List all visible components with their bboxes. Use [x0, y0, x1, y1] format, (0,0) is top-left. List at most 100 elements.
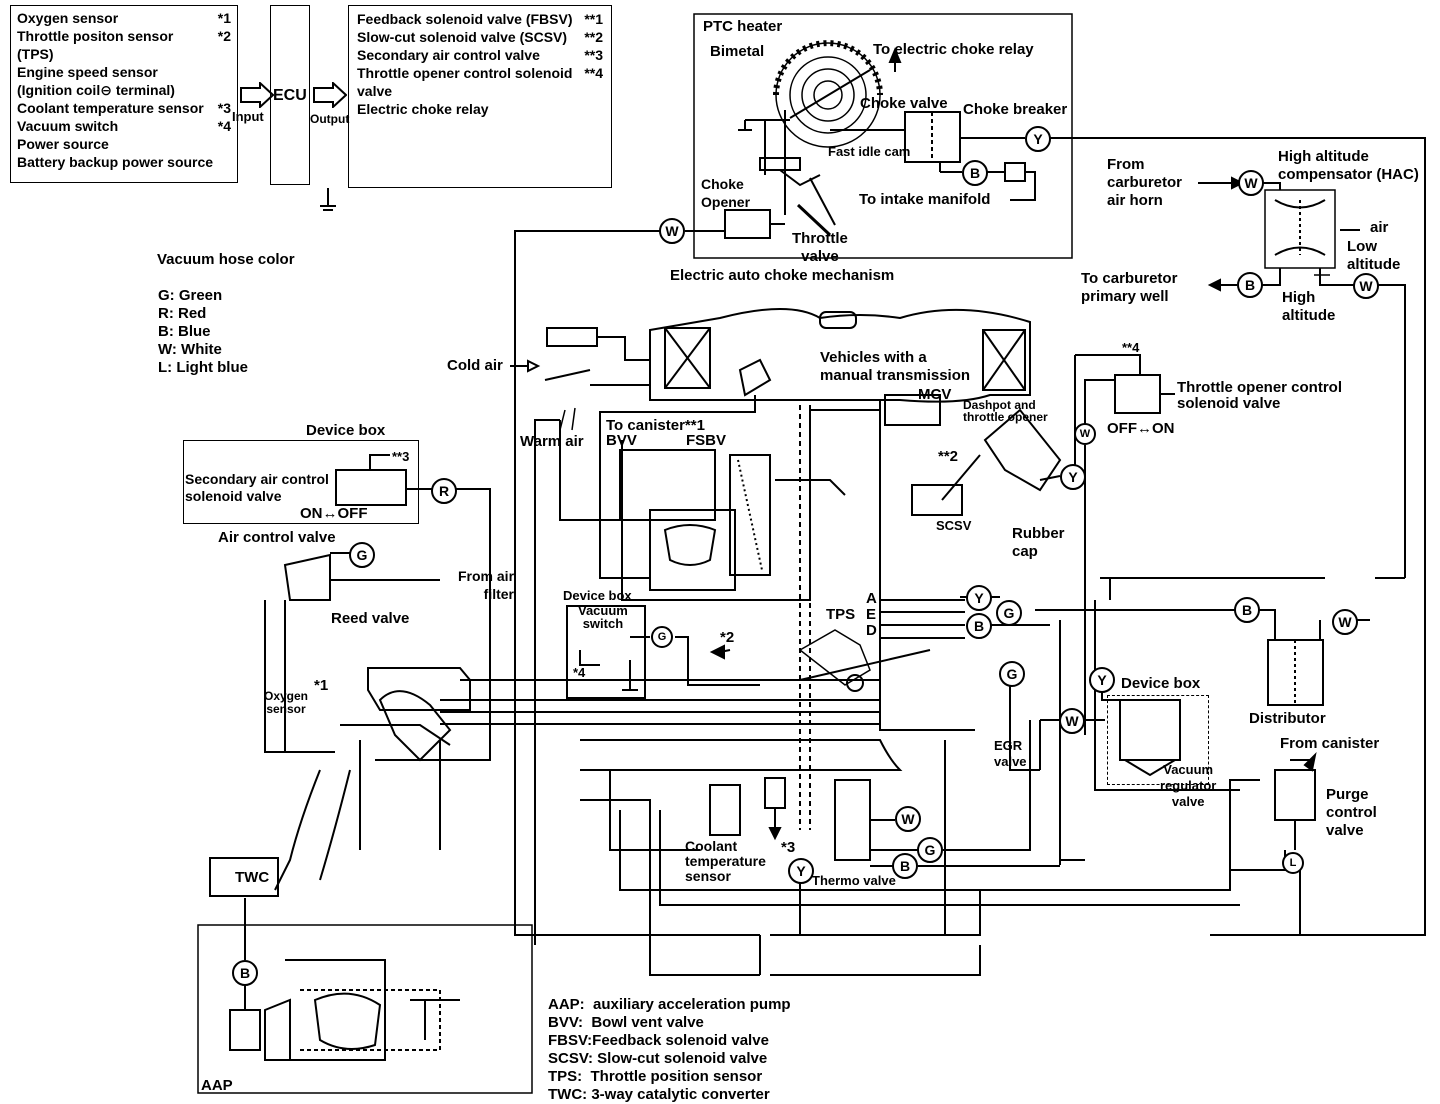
abbreviation-item: FBSV:Feedback solenoid valve [548, 1032, 769, 1049]
hose-tag-b: B [232, 960, 258, 986]
ecu-input-label: Input [232, 109, 264, 124]
input-row: Battery backup power source [17, 153, 231, 171]
air-cleaner-art [544, 308, 1031, 579]
oxygen-sensor-label: Oxygen sensor [264, 689, 309, 716]
hose-tag-g: G [651, 626, 673, 648]
hose-tag-y: Y [966, 585, 992, 611]
device-box-3-label: Device box [1121, 675, 1201, 692]
output-mark: **2 [584, 29, 603, 45]
choke-caption: Electric auto choke mechanism [670, 267, 895, 284]
high-altitude-label: High altitude [1282, 289, 1336, 324]
input-row: Oxygen sensor*1 [17, 9, 231, 27]
ecu-label: ECU [273, 87, 307, 104]
dashpot-art [941, 408, 1062, 501]
to-canister-label: To canister**1 [606, 417, 705, 434]
sacv-on-off-label: ON↔OFF [300, 505, 368, 522]
output-arrow-icon [313, 80, 348, 110]
hose-tag-g: G [917, 837, 943, 863]
hose-tag-w: W [1238, 170, 1264, 196]
toc-mark-label: **4 [1122, 340, 1140, 355]
input-mark: *3 [217, 100, 231, 116]
output-name: Feedback solenoid valve (FBSV) [357, 11, 573, 27]
low-altitude-label: Low altitude [1347, 238, 1401, 273]
hose-tag-y: Y [1060, 464, 1086, 490]
ecu-output-label: Output [310, 112, 350, 126]
hose-tag-w: W [1353, 273, 1379, 299]
output-row: Secondary air control valve**3 [357, 46, 603, 64]
output-name: Throttle opener control solenoid valve [357, 65, 573, 99]
input-arrow-icon [240, 80, 275, 110]
output-name: Electric choke relay [357, 101, 489, 117]
hac-air-label: air [1370, 219, 1389, 236]
tps-mark-label: *2 [720, 629, 735, 646]
legend-item: R: Red [158, 305, 207, 322]
input-name: Vacuum switch [17, 118, 119, 134]
input-name: (Ignition coil⊖ terminal) [17, 82, 175, 98]
to-primary-well-label: To carburetor primary well [1081, 270, 1178, 305]
oxygen-sensor-mark: *1 [314, 677, 329, 694]
input-row: (Ignition coil⊖ terminal) [17, 81, 231, 99]
cold-air-label: Cold air [447, 357, 503, 374]
output-mark: **3 [584, 47, 603, 63]
output-mark: **4 [584, 65, 603, 81]
hose-tag-b: B [1237, 272, 1263, 298]
hac-art [1198, 176, 1406, 578]
port-e-label: E [866, 606, 877, 623]
device-box-2-label: Device box [563, 588, 632, 603]
purge-valve-label: Purge control valve [1326, 786, 1377, 839]
scsv-label: SCSV [936, 518, 972, 533]
output-mark: **1 [584, 11, 603, 27]
input-mark: *2 [217, 28, 231, 44]
air-control-valve-label: Air control valve [218, 529, 336, 546]
hose-tag-y: Y [1089, 667, 1115, 693]
hose-tag-l: L [1282, 852, 1304, 874]
output-name: Slow-cut solenoid valve (SCSV) [357, 29, 568, 45]
fsbv-label: FSBV [686, 432, 727, 449]
output-row: Electric choke relay [357, 100, 603, 118]
choke-opener-label: Choke Opener [701, 176, 751, 210]
hose-tag-w: W [895, 806, 921, 832]
from-air-filter-label: From air filter [458, 568, 515, 602]
twc-label: TWC [235, 869, 270, 886]
hose-tag-b: B [966, 613, 992, 639]
throttle-valve-label: Throttle valve [792, 230, 848, 265]
from-air-horn-label: From carburetor air horn [1107, 156, 1183, 209]
tps-label: TPS [826, 606, 856, 623]
hose-tag-y: Y [1025, 126, 1051, 152]
hose-tag-w: W [1074, 423, 1096, 445]
scsv-mark-label: **2 [938, 448, 959, 465]
manual-transmission-label: Vehicles with a manual transmission [820, 349, 971, 384]
hose-tag-g: G [999, 661, 1025, 687]
aap-label: AAP [201, 1077, 233, 1094]
legend-title: Vacuum hose color [157, 251, 295, 268]
legend-item: L: Light blue [158, 359, 248, 376]
engine-art [209, 667, 903, 897]
legend-item: G: Green [158, 287, 223, 304]
throttle-opener-valve-art [1074, 354, 1175, 735]
bvv-label: BVV [606, 432, 637, 449]
dashpot-label: Dashpot and throttle opener [963, 398, 1048, 424]
legend-item: B: Blue [158, 323, 211, 340]
input-row: Throttle positon sensor (TPS) *2 [17, 27, 231, 63]
hose-tag-g: G [996, 600, 1022, 626]
output-row: Throttle opener control solenoid valve **… [357, 64, 603, 100]
abbreviation-item: BVV: Bowl vent valve [548, 1014, 704, 1031]
input-row: Engine speed sensor [17, 63, 231, 81]
input-row: Power source [17, 135, 231, 153]
device-box-secondary-air [183, 440, 419, 524]
input-name: Throttle positon sensor (TPS) [17, 28, 174, 62]
warm-air-label: Warm air [520, 433, 584, 450]
choke-mechanism-art [685, 40, 1036, 239]
hose-tag-b: B [892, 853, 918, 879]
coolant-sensor-label: Coolant temperature sensor [685, 838, 766, 884]
carburetor-art [534, 394, 975, 945]
mcv-label: MCV [918, 386, 952, 403]
fast-idle-cam-label: Fast idle cam [828, 144, 911, 159]
output-row: Feedback solenoid valve (FBSV) **1 [357, 10, 603, 28]
ptc-heater-label: PTC heater [703, 18, 783, 35]
toc-off-on-label: OFF↔ON [1107, 420, 1175, 437]
